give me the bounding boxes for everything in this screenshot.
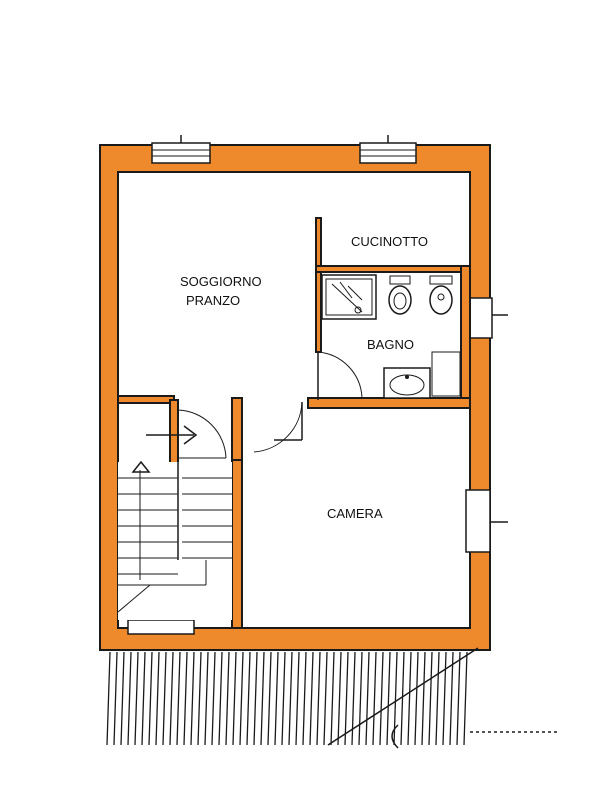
hatch-line — [316, 651, 321, 746]
hatch-line — [232, 651, 237, 746]
balcony-hatching — [106, 651, 468, 746]
right-window-bedroom — [465, 489, 508, 553]
toilet — [388, 275, 412, 315]
room-label-bathroom: BAGNO — [367, 337, 414, 352]
hatch-line — [239, 651, 244, 746]
hatch-line — [281, 651, 286, 746]
bath-bottom-wall — [307, 397, 471, 409]
hatch-line — [344, 651, 349, 746]
hatch-line — [113, 651, 118, 746]
bidet — [429, 275, 453, 315]
hatch-line — [337, 651, 342, 746]
hatch-line — [246, 651, 251, 746]
washbasin — [383, 367, 431, 399]
kitchen-bath-wall — [315, 265, 471, 273]
hatch-line — [288, 651, 293, 746]
hatch-line — [295, 651, 300, 746]
hatch-line — [148, 651, 153, 746]
hatch-line — [267, 651, 272, 746]
hatch-line — [400, 651, 405, 746]
bedroom-door — [253, 401, 303, 453]
hatch-line — [309, 651, 314, 746]
hatch-line — [169, 651, 174, 746]
hatch-line — [372, 651, 377, 746]
room-label-dining: PRANZO — [186, 293, 240, 308]
shower — [321, 274, 377, 320]
bathroom-cabinet — [431, 351, 461, 397]
stair-top-wall — [117, 395, 175, 404]
room-label-bedroom: CAMERA — [327, 506, 383, 521]
hatch-line — [302, 651, 307, 746]
hatch-line — [260, 651, 265, 746]
hatch-line — [421, 651, 426, 746]
top-window-right — [359, 135, 417, 164]
hatch-line — [435, 651, 440, 746]
top-window-left — [151, 135, 211, 164]
hatch-line — [253, 651, 258, 746]
hatch-line — [155, 651, 160, 746]
hatch-line — [183, 651, 188, 746]
staircase — [117, 460, 232, 620]
balcony-curve — [391, 724, 399, 749]
hatch-line — [365, 651, 370, 746]
balcony-diagonal — [327, 647, 479, 746]
hatch-line — [456, 651, 461, 746]
hatch-line — [141, 651, 146, 746]
bath-wall-right — [460, 265, 471, 409]
hatch-line — [211, 651, 216, 746]
hatch-line — [379, 651, 384, 746]
hatch-line — [351, 651, 356, 746]
bathroom-door — [317, 351, 363, 400]
room-label-kitchenette: CUCINOTTO — [351, 234, 428, 249]
entrance-door — [177, 409, 227, 459]
hatch-line — [358, 651, 363, 746]
hatch-line — [386, 651, 391, 746]
room-label-living: SOGGIORNO — [180, 274, 262, 289]
hatch-line — [190, 651, 195, 746]
stair-right-wall — [231, 397, 243, 461]
hatch-line — [463, 651, 468, 746]
hatch-line — [127, 651, 132, 746]
hatch-line — [134, 651, 139, 746]
hatch-line — [162, 651, 167, 746]
hatch-line — [218, 651, 223, 746]
hatch-line — [197, 651, 202, 746]
hatch-line — [274, 651, 279, 746]
hatch-line — [393, 651, 398, 746]
hatch-line — [407, 651, 412, 746]
hatch-line — [414, 651, 419, 746]
right-window-bathroom — [469, 297, 508, 339]
hatch-line — [106, 651, 111, 746]
hatch-line — [428, 651, 433, 746]
hatch-line — [449, 651, 454, 746]
hatch-line — [323, 651, 328, 746]
hatch-line — [176, 651, 181, 746]
bottom-window — [127, 619, 195, 635]
entrance-arrow-icon — [146, 425, 198, 445]
hatch-line — [442, 651, 447, 746]
hatch-line — [330, 651, 335, 746]
hatch-line — [225, 651, 230, 746]
kitchen-wall-vertical — [315, 217, 322, 353]
hatch-line — [120, 651, 125, 746]
hatch-line — [204, 651, 209, 746]
